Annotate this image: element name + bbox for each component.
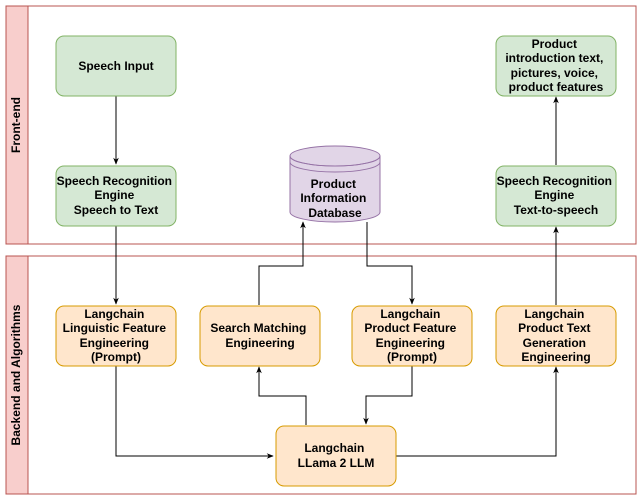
edge-feature-to-llm — [363, 366, 413, 425]
backend-lane-label: Backend and Algorithms — [9, 304, 23, 445]
edge-database-to-feature — [366, 222, 415, 305]
text-to-speech-node: Speech Recognition Engine Text-to-speech — [495, 165, 617, 227]
frontend-lane-label: Front-end — [9, 97, 23, 153]
edge-llm-to-search — [256, 366, 307, 425]
speech-input-node: Speech Input — [55, 35, 177, 97]
text-generation-label: Langchain Product Text Generation Engine… — [518, 307, 594, 364]
product-output-node: Product introduction text, pictures, voi… — [495, 35, 617, 97]
product-feature-node: Langchain Product Feature Engineering (P… — [351, 305, 473, 367]
search-matching-node: Search Matching Engineering — [199, 305, 321, 367]
text-to-speech-label: Speech Recognition Engine Text-to-speech — [497, 174, 616, 217]
product-output-label: Product introduction text, pictures, voi… — [505, 37, 606, 94]
text-generation-node: Langchain Product Text Generation Engine… — [495, 305, 617, 367]
linguistic-feature-node: Langchain Linguistic Feature Engineering… — [55, 305, 177, 367]
linguistic-feature-label: Langchain Linguistic Feature Engineering… — [63, 307, 170, 364]
edge-llm-to-generation — [396, 366, 559, 457]
llm-node: Langchain LLama 2 LLM — [275, 425, 397, 487]
speech-to-text-label: Speech Recognition Engine Speech to Text — [57, 174, 176, 217]
edge-search-to-database — [258, 221, 306, 305]
product-database-node: Product Information Database — [289, 145, 381, 223]
product-database-label: Product Information Database — [300, 177, 369, 220]
backend-lane: Backend and Algorithms — [5, 255, 637, 495]
speech-input-label: Speech Input — [78, 59, 153, 73]
llm-label: Langchain LLama 2 LLM — [298, 441, 375, 470]
product-feature-label: Langchain Product Feature Engineering (P… — [364, 307, 459, 364]
edge-linguistic-to-llm — [115, 366, 274, 459]
speech-to-text-node: Speech Recognition Engine Speech to Text — [55, 165, 177, 227]
edges — [113, 96, 559, 459]
search-matching-label: Search Matching Engineering — [210, 321, 309, 350]
